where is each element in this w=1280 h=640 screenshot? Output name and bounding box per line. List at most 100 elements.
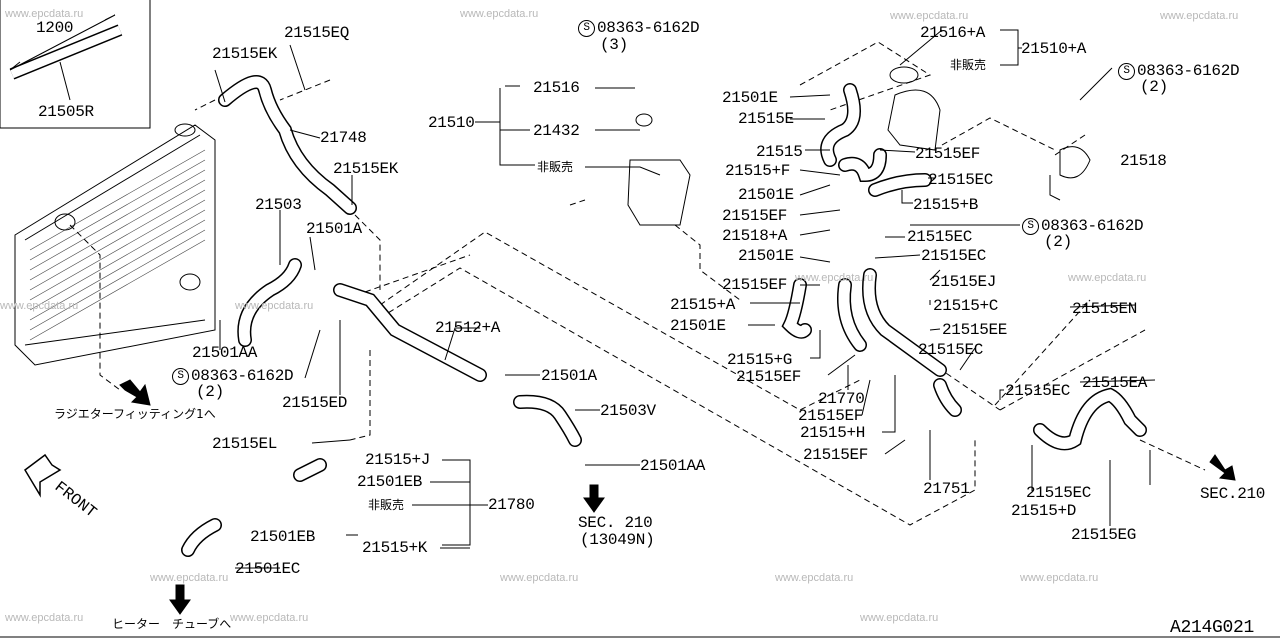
diagram-code: A214G021 xyxy=(1170,618,1255,638)
part-label[interactable]: 21515+J xyxy=(365,451,431,469)
part-label[interactable]: 21515+A xyxy=(670,296,736,314)
quantity: (2) xyxy=(1140,78,1168,96)
note-heater-tube: ヒーター チューブへ xyxy=(112,617,232,631)
part-label[interactable]: 21515EC xyxy=(921,247,987,265)
part-label[interactable]: 21515EF xyxy=(803,446,869,464)
screw-symbol-icon: S xyxy=(578,20,595,37)
part-number: 08363-6162D xyxy=(1137,62,1240,80)
part-label[interactable]: 21515EK xyxy=(333,160,399,178)
part-label[interactable]: 21748 xyxy=(320,129,367,147)
part-label[interactable]: 21515EG xyxy=(1071,526,1137,544)
part-label[interactable]: 21515EF xyxy=(722,207,788,225)
part-label[interactable]: 21518+A xyxy=(722,227,788,245)
part-label[interactable]: 21501EB xyxy=(357,473,423,491)
part-label[interactable]: 21501EB xyxy=(250,528,316,546)
inset-frame xyxy=(0,0,151,129)
watermark: www.epcdata.ru xyxy=(775,572,854,584)
part-label[interactable]: 21515EC xyxy=(928,171,994,189)
part-label[interactable]: 21515+B xyxy=(913,196,979,214)
part-label[interactable]: 21515ED xyxy=(282,394,348,412)
watermark: www.epcdata.ru xyxy=(5,612,84,624)
dashed-guides xyxy=(69,41,1206,526)
part-label[interactable]: 21515+C xyxy=(933,297,999,315)
part-label[interactable]: 21515EF xyxy=(736,368,802,386)
part-label[interactable]: 21515EF xyxy=(915,145,981,163)
part-label[interactable]: 21501AA xyxy=(192,344,258,362)
screw-symbol-icon: S xyxy=(172,368,189,385)
part-label[interactable]: 21515EK xyxy=(212,45,278,63)
section-ref[interactable]: SEC.210 xyxy=(1200,485,1266,503)
part-label[interactable]: 21515+H xyxy=(800,424,866,442)
part-label[interactable]: 21501E xyxy=(722,89,778,107)
watermark: www.epcdata.ru xyxy=(1160,10,1239,22)
part-label[interactable]: 21770 xyxy=(818,390,865,408)
part-label[interactable]: 21515EQ xyxy=(284,24,350,42)
part-label[interactable]: 21516 xyxy=(533,79,580,97)
part-label[interactable]: 21515+K xyxy=(362,539,428,557)
part-label[interactable]: 21503 xyxy=(255,196,302,214)
screw-symbol-icon: S xyxy=(1022,218,1039,235)
part-label[interactable]: 21515EJ xyxy=(931,273,997,291)
part-label[interactable]: 21501E xyxy=(670,317,726,335)
part-label[interactable]: 21501A xyxy=(541,367,597,385)
quantity: (2) xyxy=(196,383,224,401)
section-ref[interactable]: SEC. 210 xyxy=(578,514,653,532)
part-label[interactable]: 21515EF xyxy=(798,407,864,425)
part-label[interactable]: 21515EC xyxy=(1005,382,1071,400)
part-label[interactable]: 21515E xyxy=(738,110,794,128)
note-radiator-fitting: ラジエターフィッティング1へ xyxy=(54,407,216,421)
note-not-sold: 非販売 xyxy=(537,160,574,174)
part-number: 08363-6162D xyxy=(191,367,294,385)
part-label[interactable]: 21515EC xyxy=(1026,484,1092,502)
part-label[interactable]: 21515EN xyxy=(1072,300,1138,318)
dimension-arrow xyxy=(9,14,116,71)
part-label[interactable]: 21515+D xyxy=(1011,502,1077,520)
part-label[interactable]: 21751 xyxy=(923,480,970,498)
watermark: www.epcdata.ru xyxy=(795,272,874,284)
part-label[interactable]: 21503V xyxy=(600,402,656,420)
inset-part-number: 21505R xyxy=(38,103,94,121)
part-label[interactable]: 21515EA xyxy=(1082,374,1148,392)
part-label[interactable]: 21432 xyxy=(533,122,580,140)
part-label[interactable]: 21515EC xyxy=(907,228,973,246)
part-label[interactable]: 21516+A xyxy=(920,24,986,42)
part-label[interactable]: 21515EC xyxy=(918,341,984,359)
inset-length: 1200 xyxy=(36,19,74,37)
section-ref-code: (13049N) xyxy=(580,531,655,549)
part-label[interactable]: 21501AA xyxy=(640,457,706,475)
part-label[interactable]: 21515EF xyxy=(722,276,788,294)
part-label[interactable]: 21512+A xyxy=(435,319,501,337)
hoses xyxy=(181,75,1147,557)
front-arrow-icon xyxy=(24,453,62,498)
part-label[interactable]: 21501E xyxy=(738,186,794,204)
part-number: 08363-6162D xyxy=(1041,217,1144,235)
quantity: (3) xyxy=(600,36,628,54)
part-label[interactable]: 21518 xyxy=(1120,152,1167,170)
part-label[interactable]: 21515+G xyxy=(727,351,793,369)
watermark: www.epcdata.ru xyxy=(0,300,79,312)
part-label[interactable]: 21501E xyxy=(738,247,794,265)
leader xyxy=(59,61,71,101)
part-label[interactable]: 21510 xyxy=(428,114,475,132)
part-label[interactable]: 21515EL xyxy=(212,435,278,453)
part-label[interactable]: 21780 xyxy=(488,496,535,514)
part-label[interactable]: 21515+F xyxy=(725,162,791,180)
part-label[interactable]: 21515EE xyxy=(942,321,1008,339)
cap-21516 xyxy=(635,113,653,127)
radiator-drawing xyxy=(14,123,216,366)
part-label[interactable]: 21515 xyxy=(756,143,803,161)
bracket-21518 xyxy=(1049,146,1091,201)
leader-lines xyxy=(214,29,1156,569)
part-number: 08363-6162D xyxy=(597,19,700,37)
watermark: www.epcdata.ru xyxy=(1068,272,1147,284)
part-label[interactable]: 21510+A xyxy=(1021,40,1087,58)
watermark: www.epcdata.ru xyxy=(890,10,969,22)
part-label[interactable]: 21501EC xyxy=(235,560,301,578)
quantity: (2) xyxy=(1044,233,1072,251)
part-label[interactable]: 21501A xyxy=(306,220,362,238)
watermark: www.epcdata.ru xyxy=(235,300,314,312)
